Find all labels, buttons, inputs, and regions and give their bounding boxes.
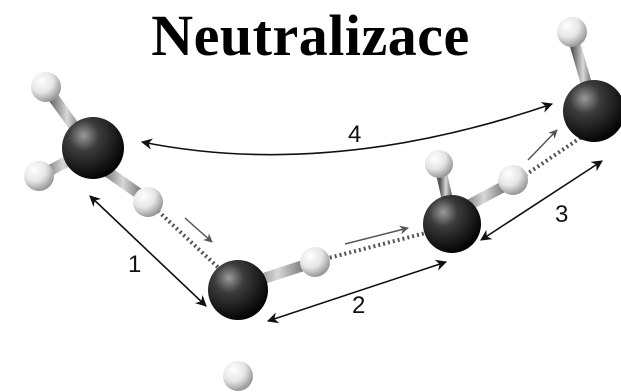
hydrogen-atom	[31, 72, 61, 102]
transfer-arrow-2	[344, 225, 409, 245]
hydrogen-atom	[300, 247, 330, 277]
hbond-2	[324, 229, 434, 261]
step-arrow-2	[266, 259, 448, 324]
step-arrows	[89, 101, 603, 324]
oxygen-atom	[423, 195, 481, 253]
molecules	[24, 17, 621, 391]
oxygen-atom	[563, 80, 621, 142]
covalent-bonds	[34, 28, 600, 378]
step-arrow-3	[480, 160, 603, 241]
oxygen-atom	[208, 260, 268, 320]
hydrogen-atom	[498, 165, 528, 195]
step-label-4: 4	[348, 121, 361, 148]
transfer-arrow-3	[527, 129, 558, 161]
oxygen-atom	[62, 117, 124, 179]
hydrogen-atom	[24, 161, 54, 191]
hydrogen-atom	[557, 17, 587, 47]
hydrogen-bonds	[156, 134, 585, 274]
hydrogen-atom	[425, 150, 453, 178]
step-label-2: 2	[352, 292, 365, 319]
hbond-1	[156, 209, 225, 274]
hydrogen-atom	[133, 187, 163, 217]
step-label-1: 1	[128, 251, 141, 278]
hydrogen-atom	[223, 361, 253, 391]
step-arrow-4	[140, 101, 554, 156]
step-label-3: 3	[555, 201, 568, 228]
diagram-title: Neutralizace	[151, 3, 470, 68]
step-arrow-1	[89, 195, 207, 307]
